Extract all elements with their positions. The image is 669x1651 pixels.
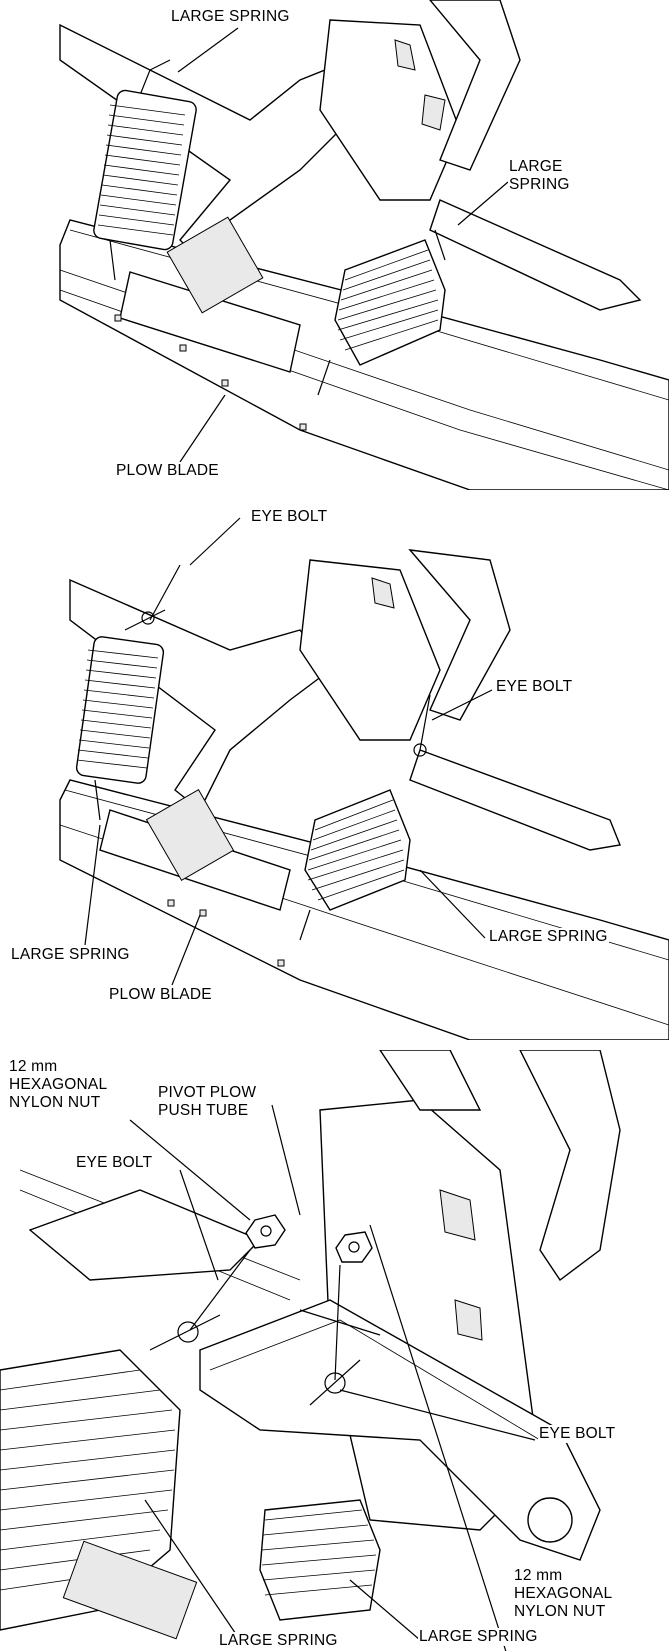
label-eye-bolt-left: EYE BOLT xyxy=(75,1154,154,1172)
leader-large-spring-left xyxy=(144,1499,241,1641)
leader-plow-blade xyxy=(171,914,201,986)
pivot-bracket xyxy=(299,559,441,741)
label-plow-blade: PLOW BLADE xyxy=(108,986,213,1004)
leader-large-spring-right xyxy=(349,1579,421,1641)
leader-nut-left xyxy=(129,1119,251,1221)
label-pivot-push-tube: PIVOT PLOW PUSH TUBE xyxy=(157,1084,258,1120)
handle-grip xyxy=(62,1540,198,1640)
label-nut-right: 12 mm HEXAGONAL NYLON NUT xyxy=(513,1567,614,1621)
eye-bolt-right xyxy=(299,1264,381,1406)
leader-plow-blade xyxy=(179,394,226,463)
label-nut-left: 12 mm HEXAGONAL NYLON NUT xyxy=(8,1058,109,1112)
label-plow-blade: PLOW BLADE xyxy=(115,462,220,480)
push-tube xyxy=(199,1299,601,1561)
hex-nylon-nut-left xyxy=(245,1214,286,1249)
eye-bolt-right xyxy=(413,694,431,757)
label-large-spring-right: LARGE SPRING xyxy=(418,1628,539,1646)
blade-plate xyxy=(119,271,301,373)
push-tube xyxy=(69,578,331,812)
label-eye-bolt-top: EYE BOLT xyxy=(250,508,329,526)
label-large-spring-left: LARGE SPRING xyxy=(10,946,131,964)
eye-bolt-left xyxy=(149,1249,251,1351)
label-large-spring-right: LARGE SPRING xyxy=(488,928,609,946)
label-large-spring-top: LARGE SPRING xyxy=(170,8,291,26)
leader-large-spring-right xyxy=(457,181,509,226)
leader-eye-bolt-left xyxy=(179,1169,219,1281)
label-large-spring-left: LARGE SPRING xyxy=(218,1632,339,1650)
leader-eye-bolt-right xyxy=(431,689,493,721)
leader-pivot-push-tube xyxy=(271,1104,301,1216)
label-eye-bolt-right: EYE BOLT xyxy=(538,1425,617,1443)
pivot-bracket xyxy=(319,19,461,201)
push-tube xyxy=(59,23,361,262)
handle-grip xyxy=(145,789,235,881)
leader-large-spring-left xyxy=(84,824,101,946)
large-spring-left xyxy=(75,636,165,821)
leader-nut-right xyxy=(369,1224,507,1651)
leader-eye-bolt-top xyxy=(189,517,241,566)
large-spring-right xyxy=(317,229,446,396)
illustration-nut-install: 12 mm HEXAGONAL NYLON NUT PIVOT PLOW PUS… xyxy=(0,1050,669,1651)
illustration-eye-bolt-install: EYE BOLT EYE BOLT LARGE SPRING LARGE SPR… xyxy=(0,500,669,1040)
panel2-drawing xyxy=(59,517,669,1040)
large-spring-right xyxy=(259,1499,381,1621)
handle-grip xyxy=(166,216,264,314)
large-spring-right xyxy=(299,789,411,941)
panel1-drawing xyxy=(59,0,669,490)
hex-nylon-nut-right xyxy=(335,1231,373,1263)
illustration-spring-install: LARGE SPRING LARGE SPRING PLOW BLADE xyxy=(0,0,669,490)
label-large-spring-right: LARGE SPRING xyxy=(508,158,571,194)
leader-large-spring-right xyxy=(419,869,486,939)
label-eye-bolt-right: EYE BOLT xyxy=(495,678,574,696)
leader-large-spring-top xyxy=(177,27,239,73)
eye-bolt-left xyxy=(124,564,181,631)
large-spring-left xyxy=(93,59,197,281)
panel3-drawing xyxy=(0,1050,621,1651)
leader-eye-bolt-right xyxy=(339,1389,536,1441)
